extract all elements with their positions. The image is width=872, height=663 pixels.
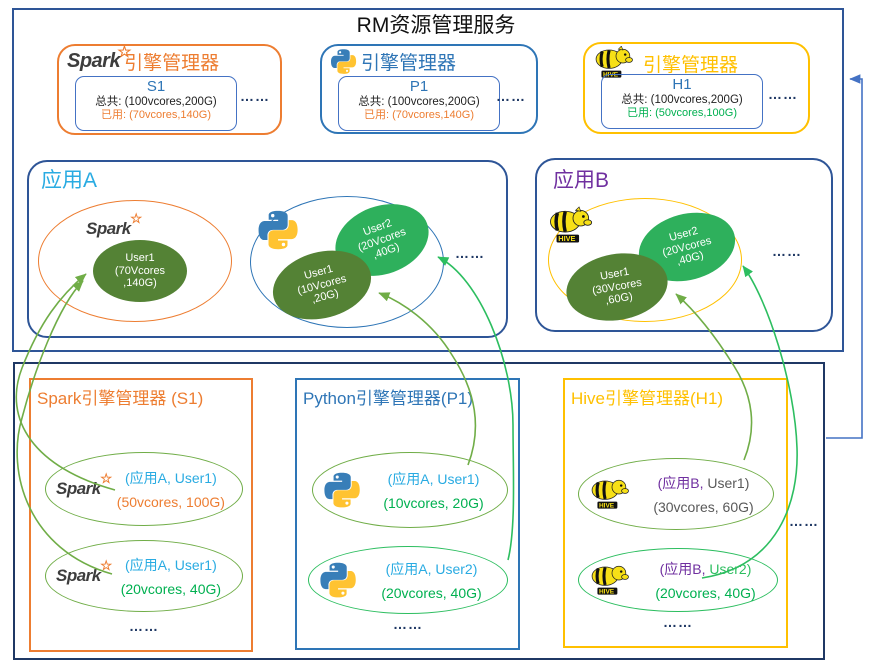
app-a-spark-user1: User1(70Vcores,140G) (93, 240, 187, 302)
hive-manager-label: 引擎管理器 (643, 54, 739, 76)
hive-logo-icon: HIVE (591, 479, 629, 509)
app-b-hive-group-ellipse (548, 198, 742, 322)
hive-used: 已用: (50vcores,100G) (626, 107, 738, 119)
spark-more-dots: …… (240, 88, 270, 104)
spark-resource-ellipse-1: Spark☆ (应用A, User1) (50vcores, 100G) (45, 452, 243, 526)
python-used: 已用: (70vcores,140G) (363, 109, 475, 121)
hive-manager-card: HIVE 引擎管理器 H1 总共: (100vcores,200G) 已用: (… (583, 42, 810, 134)
python-logo-icon (257, 209, 299, 251)
spark-manager-label: 引擎管理器 (124, 53, 220, 74)
app-a-spark-group-ellipse (38, 200, 232, 322)
python-manager-label: 引擎管理器 (361, 53, 457, 74)
python-detail-more-dots: …… (393, 616, 423, 632)
app-a-more-dots: …… (455, 245, 485, 261)
spark-instance-id: S1 (146, 78, 166, 95)
svg-text:HIVE: HIVE (599, 502, 615, 509)
python-instance-box: P1 总共: (100vcores,200G) 已用: (70vcores,14… (338, 76, 500, 131)
spark-logo-icon: Spark☆ (67, 44, 132, 72)
hive-resource-ellipse-1: HIVE (应用B, User1) (30vcores, 60G) (578, 458, 774, 530)
python-total: 总共: (100vcores,200G) (358, 96, 480, 108)
svg-text:HIVE: HIVE (599, 588, 615, 595)
python-logo-icon (320, 562, 356, 598)
spark-resource-ellipse-2: Spark☆ (应用A, User1) (20vcores, 40G) (45, 540, 243, 612)
spark-star-icon: ☆ (117, 44, 132, 61)
hive-resource-ellipse-2: HIVE (应用B, User2) (20vcores, 40G) (578, 548, 778, 612)
app-a-box (27, 160, 508, 338)
spark-star-icon: ☆ (130, 211, 142, 226)
hive-instance-id: H1 (672, 76, 692, 93)
hive-detail-more-dots: …… (663, 614, 693, 630)
python-instance-id: P1 (409, 78, 429, 95)
diagram-title: RM资源管理服务 (356, 14, 516, 37)
python-resource-ellipse-2: (应用A, User2) (20vcores, 40G) (308, 546, 508, 614)
spark-logo-icon: Spark☆ (56, 471, 112, 498)
python-more-dots: …… (496, 88, 526, 104)
hive-total: 总共: (100vcores,200G) (621, 94, 743, 106)
python-resource-ellipse-1: (应用A, User1) (10vcores, 20G) (312, 452, 508, 528)
spark-detail-more-dots: …… (129, 618, 159, 634)
svg-text:HIVE: HIVE (558, 234, 575, 243)
python-manager-header: 引擎管理器 (330, 48, 456, 75)
python-logo-icon (331, 49, 357, 74)
spark-manager-card: Spark☆ 引擎管理器 S1 总共: (100vcores,200G) 已用:… (57, 44, 282, 135)
spark-manager-header: Spark☆ 引擎管理器 (67, 44, 220, 75)
app-b-label: 应用B (553, 169, 610, 192)
spark-logo: Spark☆ (86, 211, 142, 238)
hive-instance-box: H1 总共: (100vcores,200G) 已用: (50vcores,10… (601, 74, 763, 129)
python-logo-icon (324, 472, 360, 508)
hive-more-dots: …… (768, 86, 798, 102)
spark-used: 已用: (70vcores,140G) (100, 109, 212, 121)
spark-logo-icon: Spark☆ (56, 558, 112, 585)
hive-detail-title: Hive引擎管理器(H1) (571, 389, 724, 408)
python-detail-title: Python引擎管理器(P1) (303, 389, 474, 408)
hive-logo-icon: HIVE (591, 565, 629, 595)
bottom-more-dots: …… (789, 513, 819, 529)
app-b-more-dots: …… (772, 243, 802, 259)
python-manager-card: 引擎管理器 P1 总共: (100vcores,200G) 已用: (70vco… (320, 44, 538, 134)
spark-total: 总共: (100vcores,200G) (95, 96, 217, 108)
app-a-label: 应用A (41, 169, 98, 192)
spark-instance-box: S1 总共: (100vcores,200G) 已用: (70vcores,14… (75, 76, 237, 131)
hive-logo-icon: HIVE (547, 206, 599, 246)
spark-detail-title: Spark引擎管理器 (S1) (37, 389, 204, 408)
